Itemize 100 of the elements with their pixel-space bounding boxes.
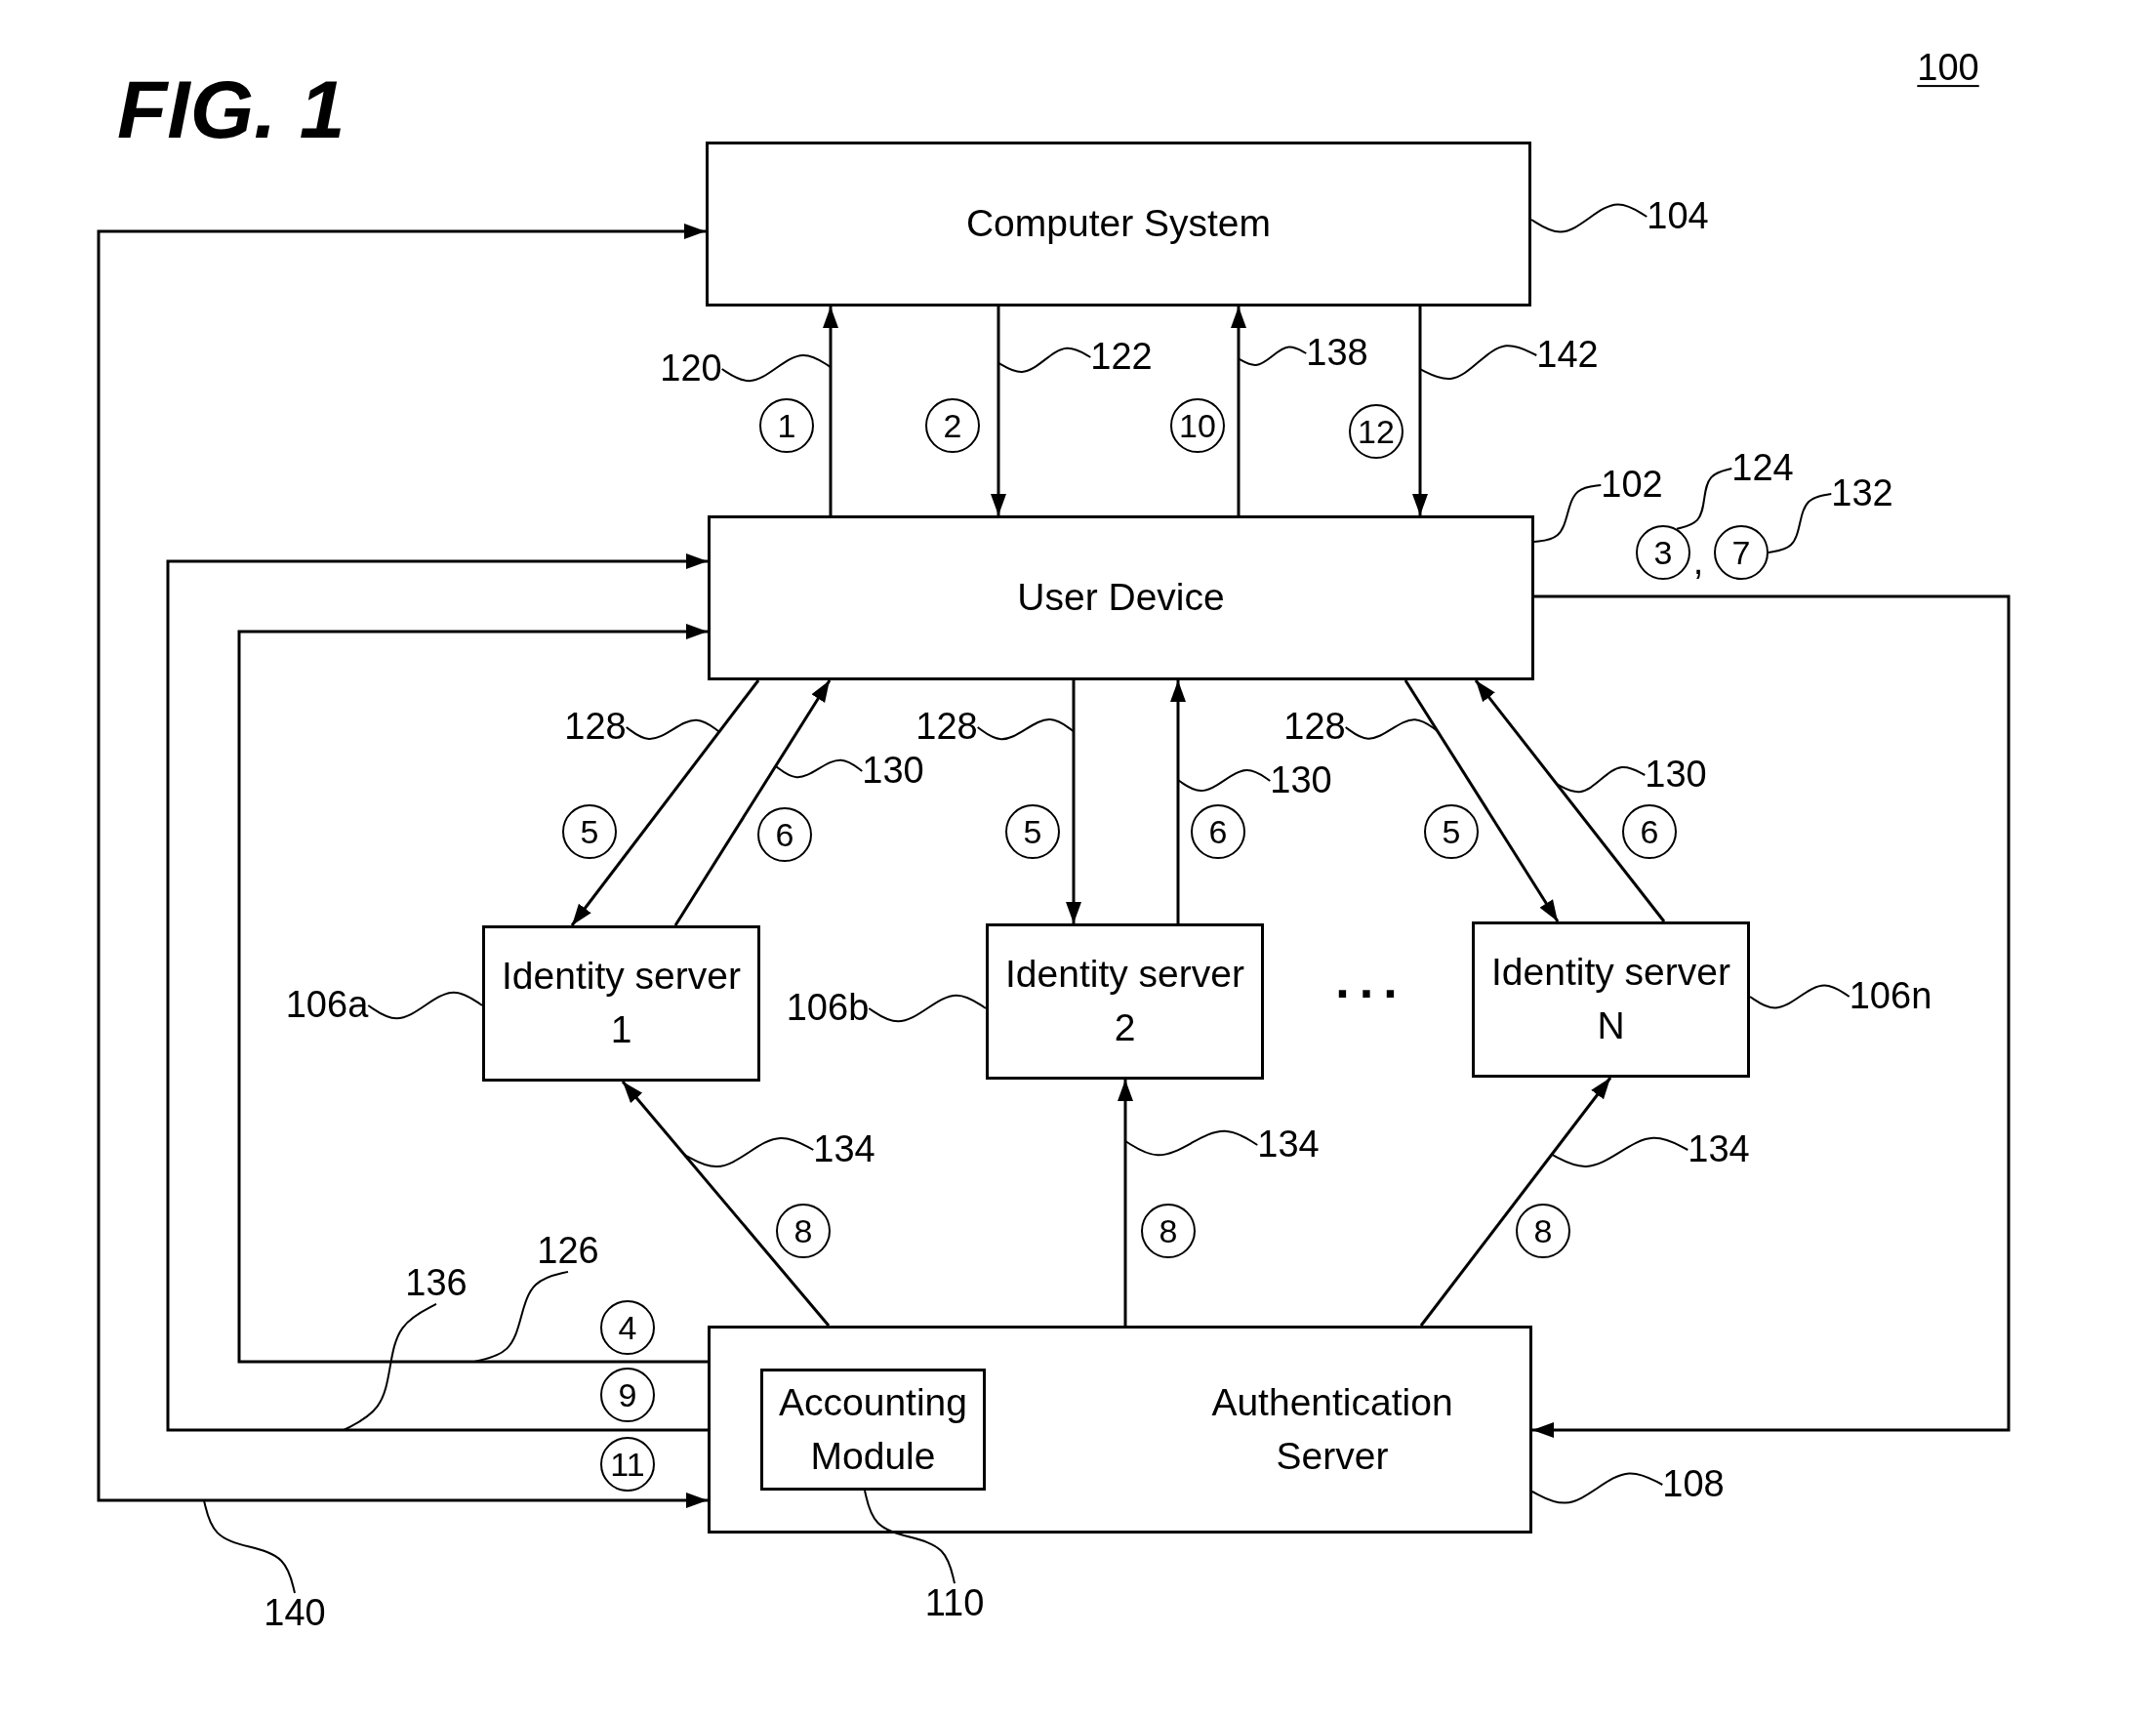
leader-line [625,718,720,740]
leader-line [202,1499,296,1595]
leader-line [1344,718,1439,740]
reference-numeral: 124 [1731,448,1794,489]
reference-numeral: 128 [915,707,978,748]
leader-line [1556,766,1647,794]
step-circle [1141,1204,1196,1258]
reference-numeral: 108 [1662,1464,1725,1505]
step-circle [759,398,814,453]
step-circle [776,1204,831,1258]
leader-line [1550,1136,1689,1167]
step-number: 8 [793,1214,813,1248]
step-circle [562,804,617,859]
leader-line [774,758,864,779]
step-number: 6 [1208,815,1228,848]
step-circle [1714,525,1769,580]
leader-line [868,994,987,1023]
box-label: Identity server N [1490,950,1731,1048]
arrow [237,624,708,1364]
leader-line [343,1302,437,1431]
arrow [166,553,708,1432]
reference-numeral: 138 [1306,333,1368,374]
reference-numeral: 140 [264,1593,326,1634]
arrow [97,224,708,1508]
reference-numeral: 134 [813,1129,875,1170]
step-number: 3 [1653,536,1673,569]
process-box [708,515,1534,680]
leader-line [1531,1472,1664,1504]
step-circle [1170,398,1225,453]
step-number: 8 [1159,1214,1178,1248]
leader-line [683,1136,815,1168]
step-circle [1349,404,1403,459]
arrow [1532,594,2011,1438]
reference-numeral: 106n [1849,976,1932,1017]
step-circle [1424,804,1479,859]
reference-numeral: 134 [1257,1125,1320,1166]
leader-line [1533,484,1603,543]
step-circle [1622,804,1677,859]
leader-line [976,718,1075,741]
leader-line [472,1270,569,1363]
reference-numeral: 120 [660,348,722,389]
step-number: 7 [1731,536,1751,569]
arrow [673,679,832,926]
arrow [1419,1077,1612,1327]
reference-numeral: 132 [1831,473,1893,514]
figure-title: FIG. 1 [117,68,346,150]
arrow [1474,679,1666,922]
leader-line [1676,468,1733,530]
step-number: 5 [580,815,599,848]
arrow [991,307,1006,515]
reference-numeral: 122 [1090,337,1153,378]
process-box [986,923,1264,1080]
step-number: 6 [775,818,794,851]
step-number: 8 [1533,1214,1553,1248]
arrow [1412,307,1428,515]
step-number: 11 [610,1448,645,1481]
step-number: 1 [777,409,796,442]
process-box [1472,921,1750,1078]
leader-line [997,347,1092,374]
figure-number: 100 [1917,48,1979,89]
box-label: Authentication Server [1210,1379,1454,1479]
step-circle [1005,804,1060,859]
leader-line [1419,345,1538,381]
step-number: 2 [943,409,962,442]
step-circle [600,1368,655,1422]
arrow [621,1081,831,1327]
punctuation-mark: , [1692,542,1704,583]
step-circle [600,1437,655,1492]
step-circle [925,398,980,453]
step-number: 5 [1023,815,1042,848]
step-circle [1516,1204,1570,1258]
box-label: Identity server 2 [1004,952,1245,1050]
step-circle [1636,525,1690,580]
ellipsis: ... [1335,955,1407,1005]
box-label: Identity server 1 [501,954,742,1052]
leader-line [1749,984,1851,1009]
arrow [570,679,760,926]
step-number: 12 [1358,415,1395,448]
leader-line [1238,346,1308,366]
arrow [1066,680,1081,923]
reference-numeral: 126 [537,1231,599,1272]
reference-numeral: 130 [1270,760,1332,801]
step-circle [757,807,812,862]
box-label: Computer System [965,201,1272,247]
leader-line [720,353,832,383]
reference-numeral: 106a [285,985,369,1026]
step-number: 10 [1179,409,1216,442]
reference-numeral: 142 [1536,335,1599,376]
process-box [482,925,760,1082]
process-box [760,1369,986,1491]
leader-line [1124,1129,1259,1157]
step-circle [1191,804,1245,859]
leader-line [1768,493,1833,553]
process-box [706,142,1531,307]
box-label: Accounting Module [778,1379,968,1479]
leader-line [1177,769,1272,792]
reference-numeral: 130 [1645,755,1707,796]
process-box [708,1326,1532,1534]
reference-numeral: 136 [405,1263,468,1304]
leader-line [864,1490,956,1585]
